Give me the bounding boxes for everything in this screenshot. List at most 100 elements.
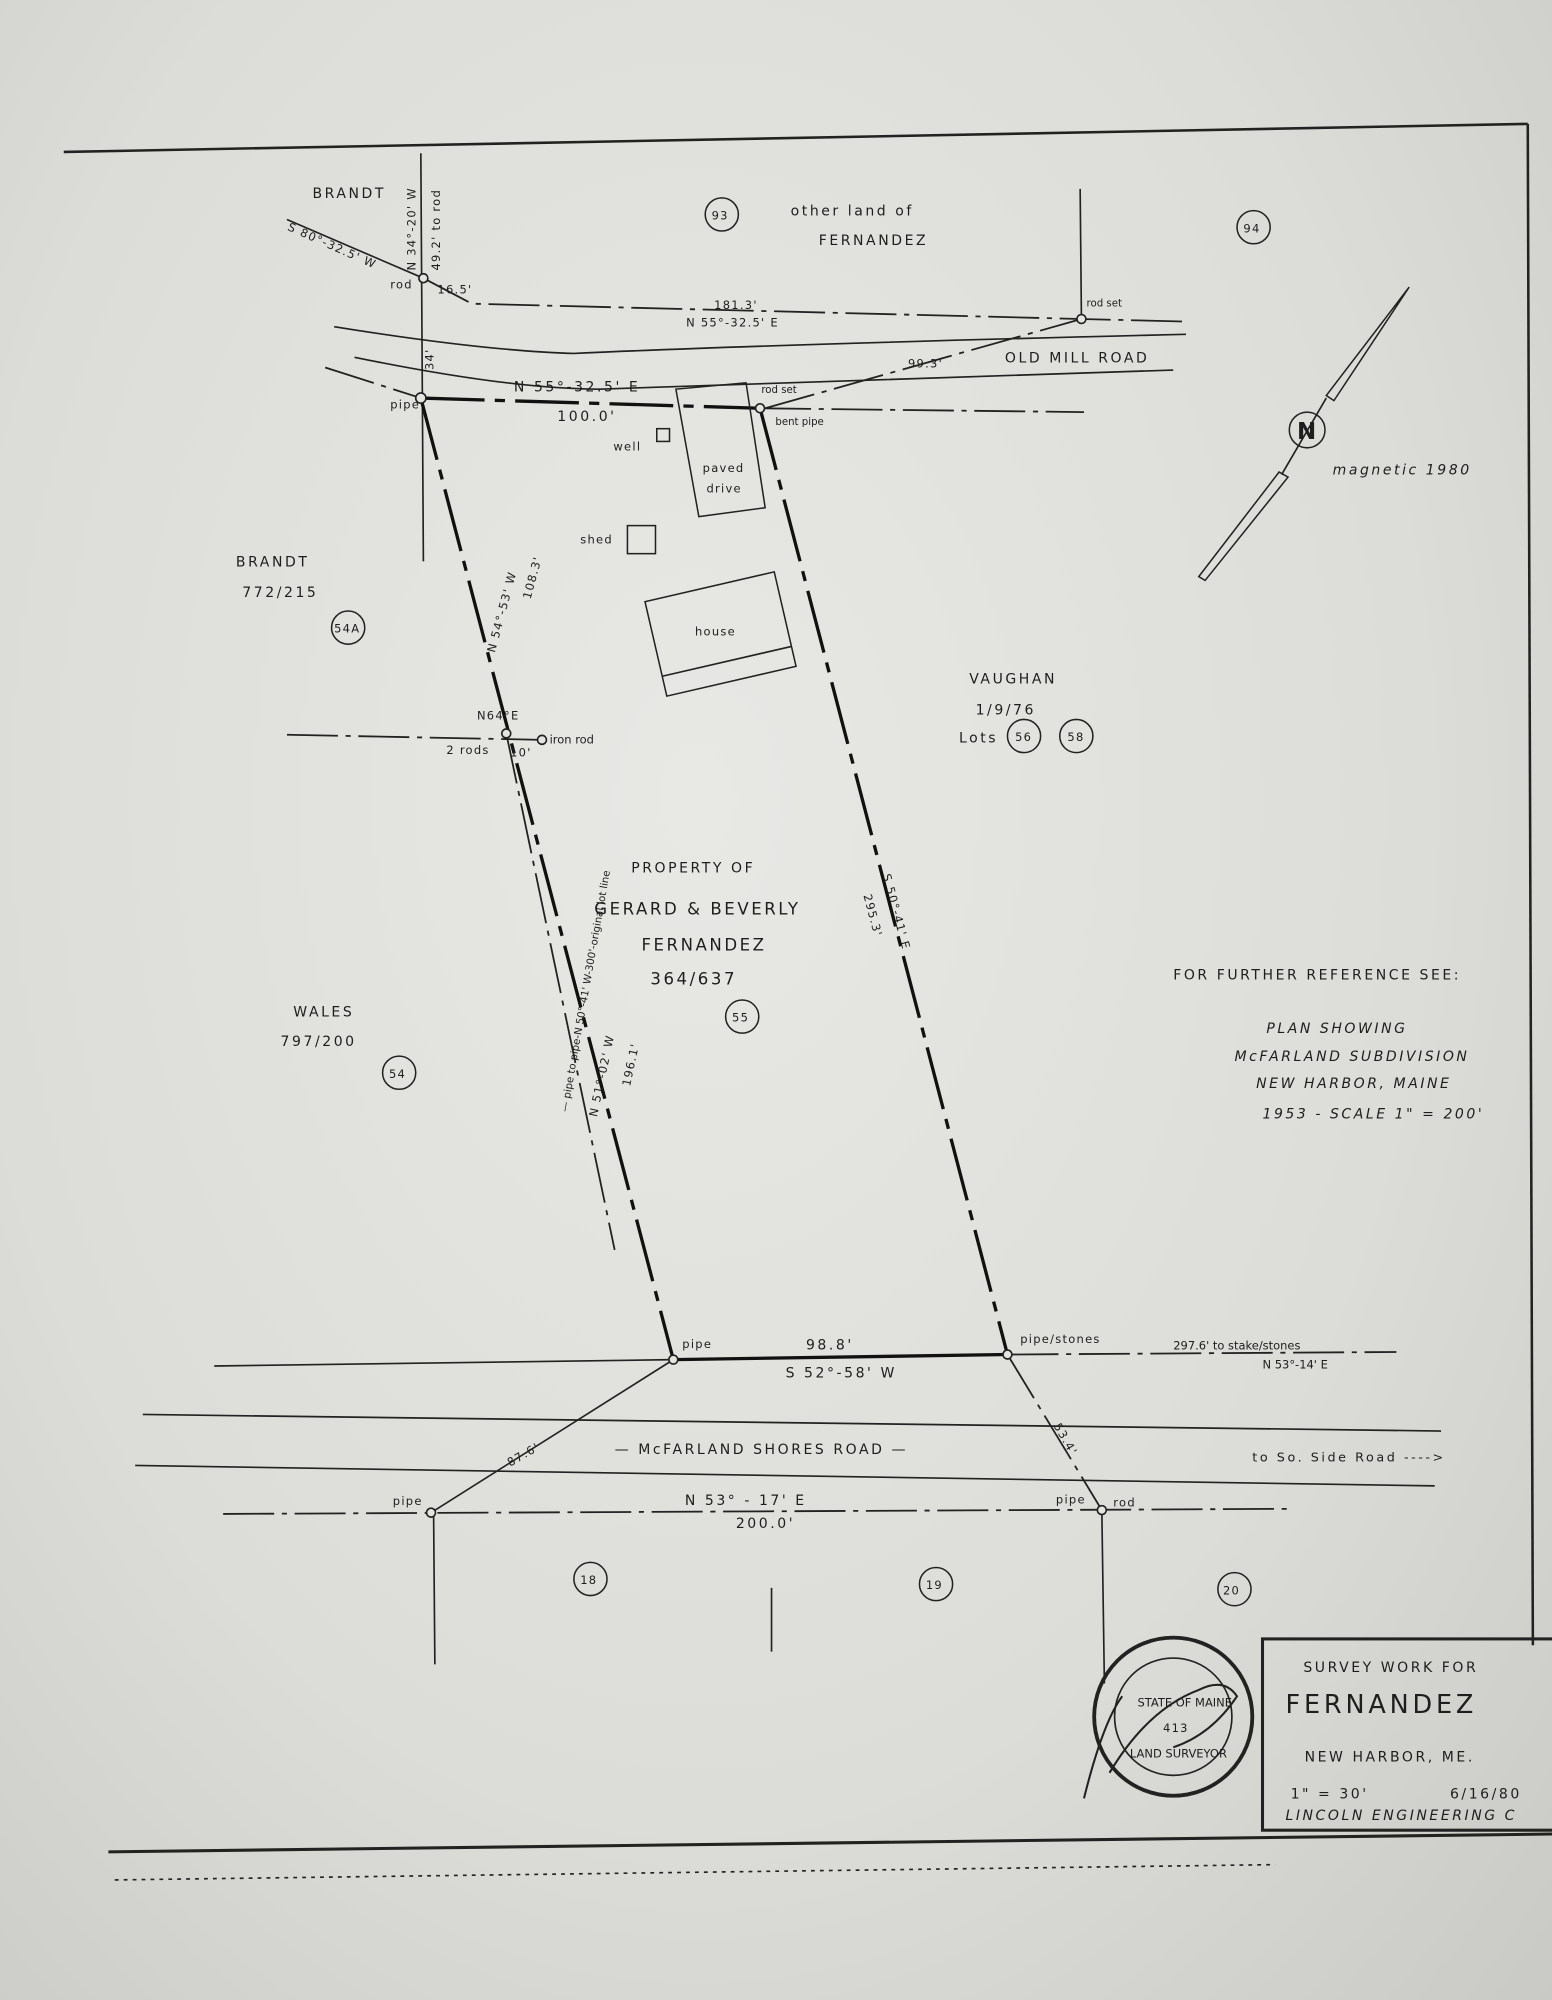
line-534 xyxy=(1006,1354,1103,1511)
lot-94: 94 xyxy=(1243,221,1260,235)
reference-l3: NEW HARBOR, MAINE xyxy=(1256,1076,1451,1092)
shed-label: shed xyxy=(580,532,613,546)
d34: 34' xyxy=(423,348,437,370)
north-arrow: N xyxy=(1197,286,1410,582)
d2976: 297.6' to stake/stones xyxy=(1173,1338,1300,1352)
mcfarland-road-south-edge xyxy=(135,1464,1435,1487)
right-border xyxy=(1526,123,1535,1646)
brg-west: N 54°-53' W xyxy=(484,570,519,654)
mcfarland-road-north-edge xyxy=(142,1413,1442,1432)
reference-l2: McFARLAND SUBDIVISION xyxy=(1234,1049,1469,1065)
brg-south: S 52°-58' W xyxy=(786,1365,897,1381)
bent-pipe-marker xyxy=(754,402,766,414)
property-deed: 364/637 xyxy=(650,970,737,989)
house-symbol xyxy=(644,570,797,698)
north-boundary xyxy=(420,396,761,410)
d165: 16.5' xyxy=(437,283,472,297)
paved-drive xyxy=(674,381,767,518)
d2953: 295.3' xyxy=(860,893,885,939)
drive-label-2: drive xyxy=(706,481,741,495)
wales-deed: 797/200 xyxy=(281,1034,357,1050)
rod-marker xyxy=(418,272,429,284)
title-scale: 1" = 30' xyxy=(1291,1786,1369,1802)
pipe-rod: pipe xyxy=(1056,1493,1086,1507)
rod-label: rod xyxy=(390,277,413,291)
iron-rod-marker xyxy=(536,734,548,746)
svg-text:STATE OF MAINE: STATE OF MAINE xyxy=(1138,1695,1232,1709)
property-owners: GERARD & BEVERLY xyxy=(594,900,800,919)
n64-label: N64°E xyxy=(477,708,520,722)
rod-br: rod xyxy=(1113,1495,1136,1509)
brandt-top-label: BRANDT xyxy=(312,186,386,202)
line-99 xyxy=(764,318,1082,410)
old-mill-road: OLD MILL ROAD xyxy=(1005,350,1149,366)
d1961: 196.1' xyxy=(619,1042,642,1088)
brg-east: S 50°-41' E xyxy=(880,872,914,951)
house-label: house xyxy=(695,624,736,638)
brg-n55-top: N 55°-32.5' E xyxy=(686,316,779,330)
old-mill-road-south-edge xyxy=(354,356,1174,390)
to-side-road: to So. Side Road ----> xyxy=(1252,1451,1446,1466)
other-land-owner: FERNANDEZ xyxy=(819,233,928,249)
well-symbol xyxy=(655,427,671,443)
top-border xyxy=(63,122,1528,154)
other-land-label: other land of xyxy=(791,204,914,220)
brg-lot: N 53° - 17' E xyxy=(685,1493,807,1509)
lot-circles xyxy=(330,197,1271,1607)
surveyor-seal: STATE OF MAINE 413 LAND SURVEYOR xyxy=(1082,1635,1255,1799)
reference-l1: PLAN SHOWING xyxy=(1266,1021,1407,1037)
brg-n34: N 34°-20' W xyxy=(405,187,419,270)
rod-marker xyxy=(1096,1504,1108,1516)
d993: 99.3' xyxy=(908,356,943,370)
lot-divider-18 xyxy=(432,1512,436,1665)
two-rods: 2 rods xyxy=(446,743,489,757)
title-firm: LINCOLN ENGINEERING C xyxy=(1285,1808,1517,1824)
dist-49: 49.2' to rod xyxy=(429,189,443,271)
reference-l4: 1953 - SCALE 1" = 200' xyxy=(1263,1107,1485,1123)
bottom-border xyxy=(108,1832,1552,1854)
d10: 10' xyxy=(510,745,532,759)
lot-divider-20 xyxy=(1101,1510,1106,1684)
d100: 100.0' xyxy=(557,409,616,425)
svg-text:413: 413 xyxy=(1163,1721,1189,1735)
lot-19: 19 xyxy=(926,1578,943,1592)
pipe-bl: pipe xyxy=(393,1494,423,1508)
vaughan-date: 1/9/76 xyxy=(976,702,1036,718)
brg-brandt: S 80°-32.5' W xyxy=(286,220,379,272)
pipe-nw: pipe xyxy=(390,397,420,411)
property-surname: FERNANDEZ xyxy=(641,935,766,954)
orig-lot-line xyxy=(505,733,616,1251)
north-arrow-label: magnetic 1980 xyxy=(1333,463,1472,479)
lot-93: 93 xyxy=(712,209,729,223)
north-symbol: N xyxy=(1297,419,1319,445)
brandt-label: BRANDT xyxy=(236,554,310,570)
iron-rod: iron rod xyxy=(550,733,594,747)
vaughan-lots-prefix: Lots xyxy=(959,730,998,746)
drive-label-1: paved xyxy=(703,461,745,475)
brandt-line xyxy=(286,218,424,279)
line-876 xyxy=(430,1358,674,1514)
title-location: NEW HARBOR, ME. xyxy=(1305,1749,1475,1765)
rod-set-marker xyxy=(1076,313,1087,325)
n64-line xyxy=(286,733,543,741)
lot-54a: 54A xyxy=(334,622,360,636)
property-lot: 55 xyxy=(732,1011,749,1025)
west-boundary xyxy=(419,397,675,1361)
d1813: 181.3' xyxy=(714,298,758,312)
old-mill-road-north-edge xyxy=(333,325,1187,355)
north-lot-line xyxy=(422,277,1187,323)
lot-20: 20 xyxy=(1223,1583,1240,1597)
ne-vertical xyxy=(1079,188,1083,320)
brg-north: N 55°-32.5' E xyxy=(514,380,640,396)
signature xyxy=(1082,1683,1239,1799)
pipe-marker xyxy=(425,1507,437,1518)
north-boundary-ext xyxy=(760,407,1084,413)
east-boundary xyxy=(758,407,1010,1355)
title-client: FERNANDEZ xyxy=(1285,1690,1477,1720)
pipe-sw: pipe xyxy=(682,1337,712,1351)
wales-label: WALES xyxy=(293,1005,354,1021)
brandt-deed: 772/215 xyxy=(242,585,318,601)
south-line-west xyxy=(214,1358,674,1367)
title-line1: SURVEY WORK FOR xyxy=(1303,1660,1478,1676)
